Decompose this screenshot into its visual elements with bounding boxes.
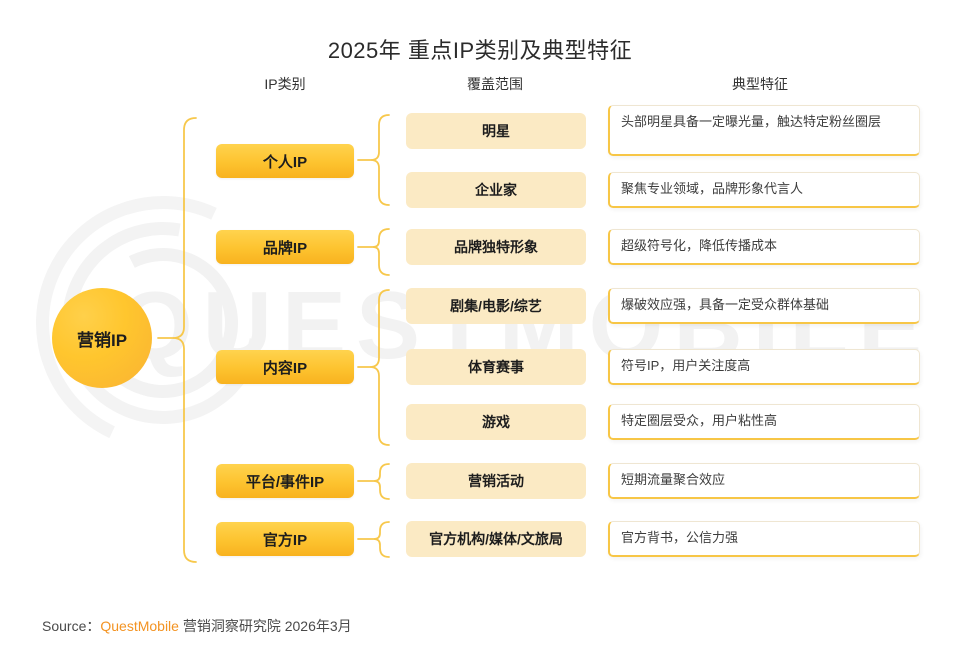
trait-box-entrepreneur[interactable]: 聚焦专业领域，品牌形象代言人: [608, 172, 920, 208]
trait-box-brand-image[interactable]: 超级符号化，降低传播成本: [608, 229, 920, 265]
category-box-content-ip[interactable]: 内容IP: [216, 350, 354, 384]
trait-box-sports-events[interactable]: 符号IP，用户关注度高: [608, 349, 920, 385]
column-header-trait: 典型特征: [732, 76, 788, 92]
trait-box-games[interactable]: 特定圈层受众，用户粘性高: [608, 404, 920, 440]
page-title: 2025年 重点IP类别及典型特征: [327, 38, 633, 63]
scope-box-marketing-campaign[interactable]: 营销活动: [406, 463, 586, 499]
scope-box-sports-events[interactable]: 体育赛事: [406, 349, 586, 385]
scope-box-celebrity[interactable]: 明星: [406, 113, 586, 149]
category-box-platform-ip[interactable]: 平台/事件IP: [216, 464, 354, 498]
trait-box-drama-film-variety[interactable]: 爆破效应强，具备一定受众群体基础: [608, 288, 920, 324]
source-line: Source：QuestMobile 营销洞察研究院 2026年3月: [42, 616, 352, 636]
category-box-brand-ip[interactable]: 品牌IP: [216, 230, 354, 264]
scope-box-brand-image[interactable]: 品牌独特形象: [406, 229, 586, 265]
column-header-scope: 覆盖范围: [467, 76, 523, 92]
category-box-personal-ip[interactable]: 个人IP: [216, 144, 354, 178]
scope-box-games[interactable]: 游戏: [406, 404, 586, 440]
root-node-marketing-ip[interactable]: 营销IP: [52, 288, 152, 388]
source-brand: QuestMobile: [100, 618, 179, 634]
scope-box-official-org[interactable]: 官方机构/媒体/文旅局: [406, 521, 586, 557]
trait-box-official-org[interactable]: 官方背书，公信力强: [608, 521, 920, 557]
trait-box-marketing-campaign[interactable]: 短期流量聚合效应: [608, 463, 920, 499]
source-prefix: Source：: [42, 618, 101, 634]
trait-box-celebrity[interactable]: 头部明星具备一定曝光量，触达特定粉丝圈层: [608, 105, 920, 156]
category-box-official-ip[interactable]: 官方IP: [216, 522, 354, 556]
scope-box-drama-film-variety[interactable]: 剧集/电影/综艺: [406, 288, 586, 324]
source-suffix: 营销洞察研究院 2026年3月: [178, 618, 352, 634]
column-header-category: IP类别: [264, 76, 306, 92]
scope-box-entrepreneur[interactable]: 企业家: [406, 172, 586, 208]
